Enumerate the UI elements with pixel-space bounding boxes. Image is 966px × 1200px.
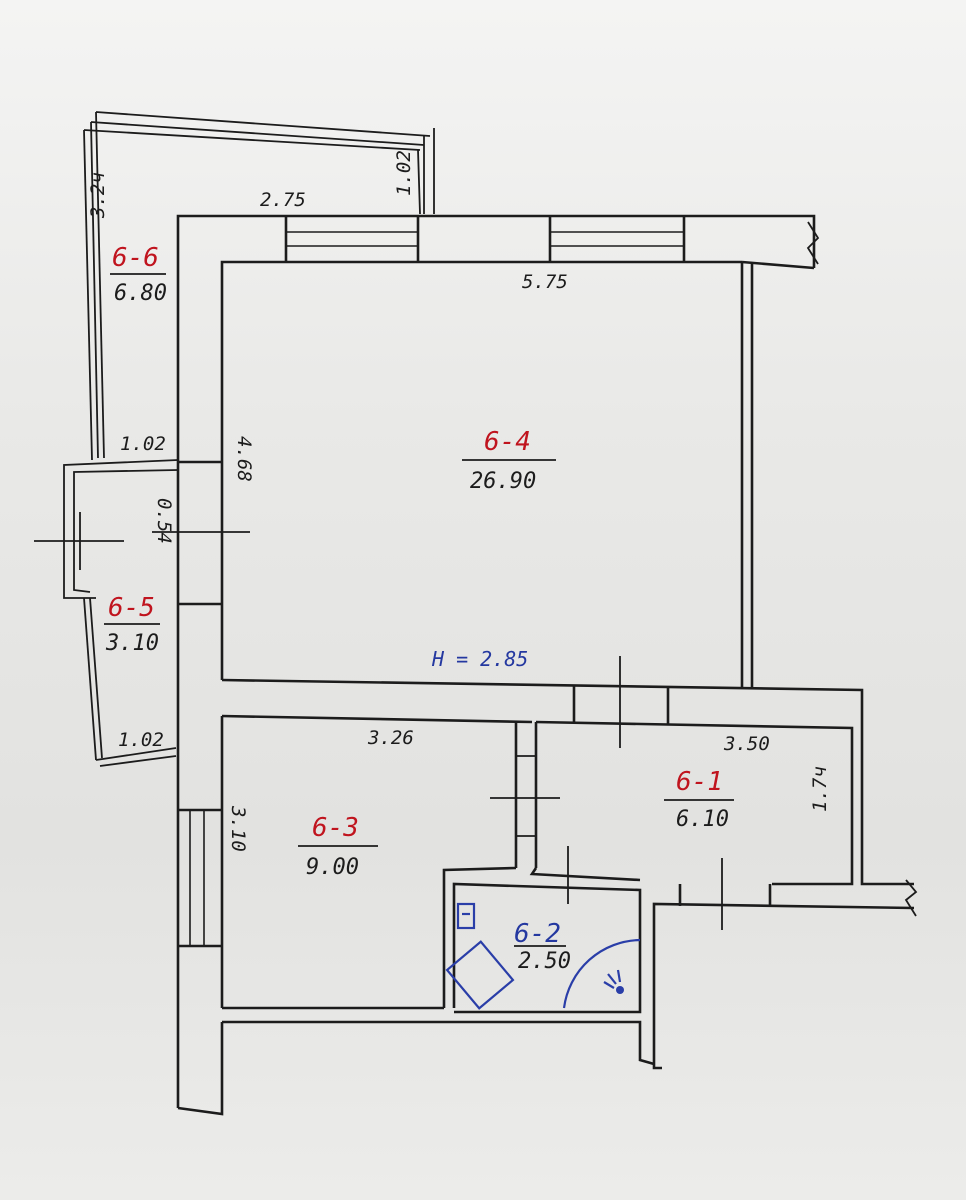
dim-3-26: 3.26: [367, 727, 414, 749]
loggia-outline: [83, 111, 435, 461]
door-6-1: [678, 858, 772, 930]
balcony-outline: [34, 459, 179, 767]
break-marks: [806, 221, 918, 917]
dim-room1-side: 1.7ч: [809, 766, 831, 812]
room-6-4-label: 6-4 26.90: [462, 427, 556, 494]
dim-1-02-bottom: 1.02: [118, 729, 164, 751]
room-id: 6-5: [108, 593, 155, 623]
dim-2-75: 2.75: [260, 189, 306, 211]
room-id: 6-3: [312, 813, 359, 843]
dim-4-68: 4.68: [233, 436, 255, 482]
dim-loggia-top-small: 1.02: [393, 150, 415, 196]
room-area: 2.50: [518, 949, 571, 974]
room-6-1-label: 6-1 6.10: [664, 767, 734, 832]
outer-walls: [176, 214, 915, 1116]
room-area: 3.10: [105, 631, 159, 656]
bathroom-fixtures: [445, 902, 641, 1010]
dim-1-02-top: 1.02: [120, 433, 166, 455]
dim-3-10: 3.10: [227, 805, 249, 852]
bathroom-walls: [442, 846, 642, 1014]
room-area: 6.10: [676, 807, 729, 832]
room-6-3-label: 6-3 9.00: [298, 813, 378, 880]
room-6-6-label: 6-6 6.80: [110, 243, 167, 306]
room-6-5-label: 6-5 3.10: [104, 593, 160, 656]
room-area: 9.00: [306, 855, 359, 880]
balcony-door: [152, 460, 250, 606]
room-id: 6-6: [112, 243, 159, 273]
left-window: [178, 808, 222, 948]
room-6-2-label: 6-2 2.50: [514, 919, 571, 974]
top-windows: [284, 216, 686, 262]
dim-5-75: 5.75: [522, 271, 568, 293]
ceiling-height: H = 2.85: [431, 647, 528, 671]
partition-6-3-6-1: [490, 722, 560, 868]
room-id: 6-4: [484, 427, 531, 457]
room-area: 6.80: [114, 281, 167, 306]
door-6-4: [572, 656, 670, 748]
room-id: 6-2: [514, 919, 561, 949]
dim-wall-small: 0.54: [153, 498, 175, 544]
dim-3-50: 3.50: [723, 733, 770, 755]
room-area: 26.90: [470, 469, 536, 494]
room-id: 6-1: [676, 767, 723, 797]
dim-loggia-side: 3.2ч: [87, 172, 109, 219]
